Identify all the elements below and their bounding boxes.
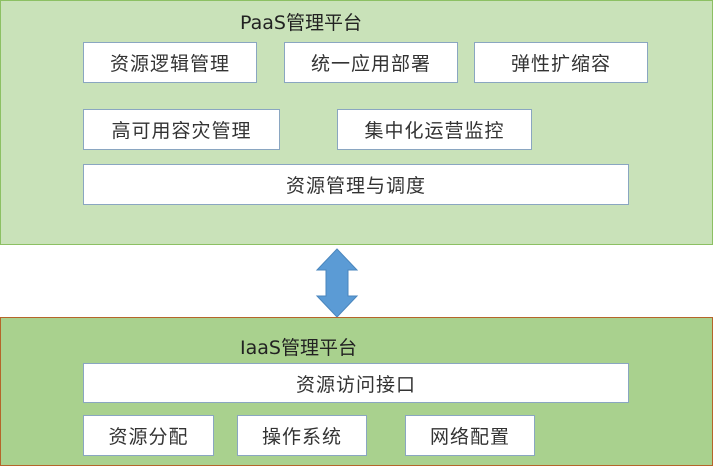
module-app-deploy: 统一应用部署: [284, 42, 458, 83]
module-resource-logic: 资源逻辑管理: [83, 42, 257, 83]
resource-access-interface: 资源访问接口: [83, 363, 629, 403]
module-resource-scheduling: 资源管理与调度: [83, 164, 629, 205]
bidirectional-arrow-icon: [315, 248, 359, 318]
module-os: 操作系统: [237, 415, 367, 456]
paas-title: PaaS管理平台: [240, 12, 362, 34]
iaas-title: IaaS管理平台: [240, 337, 357, 359]
module-autoscaling: 弹性扩缩容: [474, 42, 648, 83]
module-monitoring: 集中化运营监控: [337, 109, 532, 150]
module-resource-allocation: 资源分配: [83, 415, 214, 456]
module-ha-dr: 高可用容灾管理: [83, 109, 280, 150]
module-network-config: 网络配置: [405, 415, 535, 456]
